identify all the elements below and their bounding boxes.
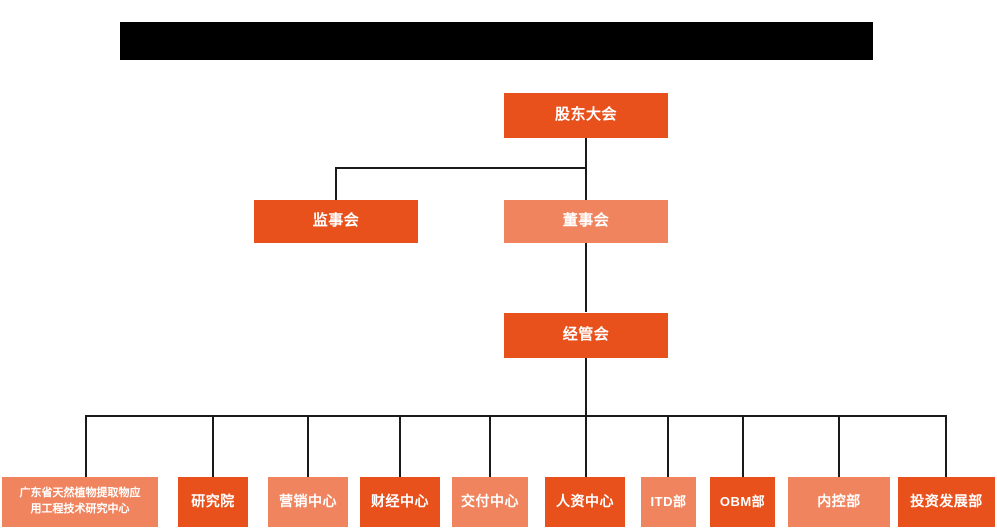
connector-to-delivery-center xyxy=(489,415,491,477)
node-internal-control-department[interactable]: 内控部 xyxy=(788,477,890,527)
node-guangdong-research-center[interactable]: 广东省天然植物提取物应 用工程技术研究中心 xyxy=(2,477,158,527)
connector-departments-bus xyxy=(86,415,946,417)
connector-to-board-of-supervisors xyxy=(335,167,337,200)
node-board-of-supervisors[interactable]: 监事会 xyxy=(254,200,418,243)
connector-to-obm-department xyxy=(742,415,744,477)
node-guangdong-research-center-line2: 用工程技术研究中心 xyxy=(30,503,130,515)
connector-to-internal-control-department xyxy=(838,415,840,477)
connector-to-research-institute xyxy=(212,415,214,477)
connector-to-investment-development-department xyxy=(945,415,947,477)
connector-to-finance-center xyxy=(399,415,401,477)
connector-to-guangdong-research-center xyxy=(85,415,87,477)
connector-level2-bus xyxy=(336,167,587,169)
node-research-institute[interactable]: 研究院 xyxy=(178,477,248,527)
node-obm-department[interactable]: OBM部 xyxy=(710,477,775,527)
node-board-of-directors[interactable]: 董事会 xyxy=(504,200,668,243)
node-shareholders-meeting[interactable]: 股东大会 xyxy=(504,93,668,138)
node-delivery-center[interactable]: 交付中心 xyxy=(452,477,528,527)
connector-shareholders-down xyxy=(585,138,587,169)
connector-to-itd-department xyxy=(667,415,669,477)
node-guangdong-research-center-line1: 广东省天然植物提取物应 xyxy=(19,487,141,500)
redacted-title-bar xyxy=(120,22,873,60)
node-itd-department[interactable]: ITD部 xyxy=(641,477,696,527)
connector-to-marketing-center xyxy=(307,415,309,477)
connector-to-board-of-directors xyxy=(585,167,587,200)
node-investment-development-department[interactable]: 投资发展部 xyxy=(898,477,995,527)
node-management-committee[interactable]: 经管会 xyxy=(504,313,668,358)
connector-directors-to-management xyxy=(585,242,587,312)
node-marketing-center[interactable]: 营销中心 xyxy=(268,477,348,527)
connector-to-hr-center xyxy=(585,415,587,477)
connector-management-down xyxy=(585,358,587,418)
node-finance-center[interactable]: 财经中心 xyxy=(360,477,440,527)
node-hr-center[interactable]: 人资中心 xyxy=(545,477,625,527)
